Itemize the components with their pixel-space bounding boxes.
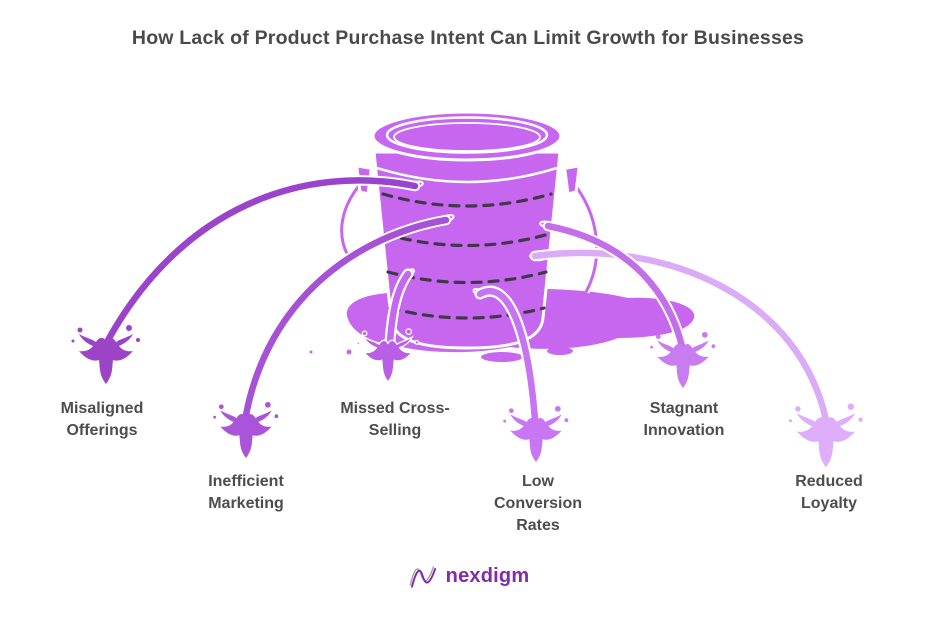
leak-label-misaligned-offerings: Misaligned Offerings — [60, 400, 144, 440]
leak-label-low-conversion-rates: Low Conversion Rates — [493, 473, 583, 535]
leak-stream-missed-cross-selling — [384, 268, 414, 348]
bucket-rim-inner-ring — [385, 116, 549, 154]
leak-arc-inefficient-marketing — [240, 214, 452, 421]
leak-arc-reduced-loyalty — [529, 247, 832, 426]
leak-stream-low-conversion-rates — [474, 285, 541, 426]
leak-arc-misaligned-offerings — [101, 175, 421, 348]
bucket-rim-band — [376, 166, 558, 184]
leak-label-inefficient-marketing: Inefficient Marketing — [208, 473, 284, 513]
bucket-rim-inner-ring-2 — [393, 122, 541, 152]
nexdigm-logo: nexdigm — [407, 560, 530, 592]
page-title: How Lack of Product Purchase Intent Can … — [131, 27, 805, 49]
leak-label-missed-cross-selling: Missed Cross- Selling — [340, 400, 450, 440]
bucket-ear-right — [563, 164, 582, 196]
leak-arc-stagnant-innovation — [542, 220, 688, 352]
leak-label-stagnant-innovation: Stagnant Innovation — [643, 400, 725, 440]
nexdigm-wordmark: nexdigm — [445, 564, 530, 587]
leak-streams — [101, 175, 832, 426]
nexdigm-wave-icon — [409, 566, 437, 588]
leak-label-reduced-loyalty: Reduced Loyalty — [795, 473, 863, 513]
